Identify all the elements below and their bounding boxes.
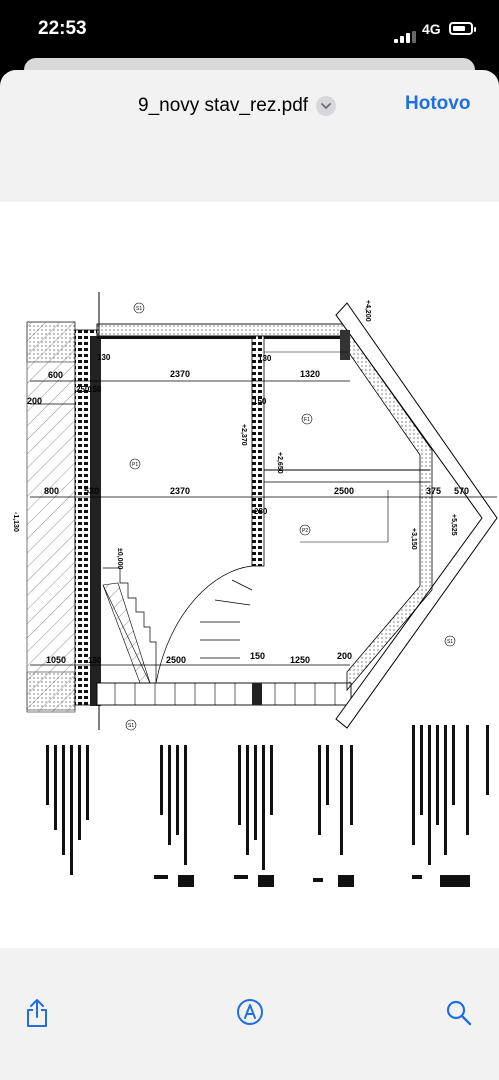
floor-section-drawing: 600 200 250 150 130 2370 130 1320 150 80… — [12, 292, 498, 887]
top-slab — [96, 323, 348, 337]
dim-200b: 200 — [337, 651, 352, 661]
dim-570: 570 — [454, 486, 469, 496]
level-mark: +3,150 — [410, 528, 417, 550]
dim-150c: 150 — [88, 656, 102, 665]
roof-outer — [335, 302, 498, 729]
existing-building-hatch — [26, 321, 76, 713]
document-title: 9_novy stav_rez.pdf — [138, 95, 309, 116]
level-mark: +4,200 — [364, 300, 371, 322]
dim-800: 800 — [44, 486, 59, 496]
dim-130b: 130 — [258, 354, 272, 363]
clock: 22:53 — [38, 18, 87, 39]
battery-icon — [449, 22, 476, 35]
chevron-down-icon — [316, 96, 337, 116]
markup-icon[interactable] — [236, 998, 264, 1031]
tag: F1 — [304, 417, 310, 423]
tag: S1 — [136, 306, 142, 312]
tag: S1 — [447, 639, 453, 645]
document-title-menu[interactable]: 9_novy stav_rez.pdf — [138, 92, 337, 120]
legend-block — [46, 725, 489, 887]
middle-wall — [251, 335, 265, 567]
level-mark: +2,370 — [240, 424, 247, 446]
dim-2500: 2500 — [334, 486, 354, 496]
dim-150: 150 — [88, 385, 102, 394]
dim-530: 530 — [84, 486, 99, 496]
tag: S1 — [128, 723, 134, 729]
dim-150d: 150 — [250, 651, 265, 661]
done-button[interactable]: Hotovo — [405, 93, 471, 114]
dim-2370b: 2370 — [170, 486, 190, 496]
dim-250: 250 — [76, 385, 90, 394]
tag: P2 — [302, 528, 308, 534]
dim-600: 600 — [48, 370, 63, 380]
level-mark: +5,525 — [450, 514, 457, 536]
search-icon[interactable] — [446, 1000, 472, 1031]
network-type: 4G — [422, 21, 441, 37]
level-mark: -1,130 — [12, 512, 19, 532]
dim-280: 280 — [254, 507, 268, 516]
dim-375: 375 — [426, 486, 441, 496]
dim-130: 130 — [97, 353, 111, 362]
dim-200: 200 — [27, 396, 42, 406]
status-bar: 22:53 4G — [0, 0, 499, 62]
signal-icon — [394, 25, 418, 43]
dim-1050: 1050 — [46, 655, 66, 665]
bottom-slab — [96, 682, 352, 706]
dim-2500b: 2500 — [166, 655, 186, 665]
dim-1320: 1320 — [300, 369, 320, 379]
dim-150b: 150 — [253, 397, 267, 406]
level-mark: ±0,000 — [116, 548, 123, 569]
pdf-page[interactable]: 600 200 250 150 130 2370 130 1320 150 80… — [0, 202, 499, 948]
level-mark: +2,650 — [276, 452, 283, 474]
dim-1250: 1250 — [290, 655, 310, 665]
share-icon[interactable] — [25, 998, 49, 1033]
tag: P1 — [132, 462, 138, 468]
dim-2370: 2370 — [170, 369, 190, 379]
